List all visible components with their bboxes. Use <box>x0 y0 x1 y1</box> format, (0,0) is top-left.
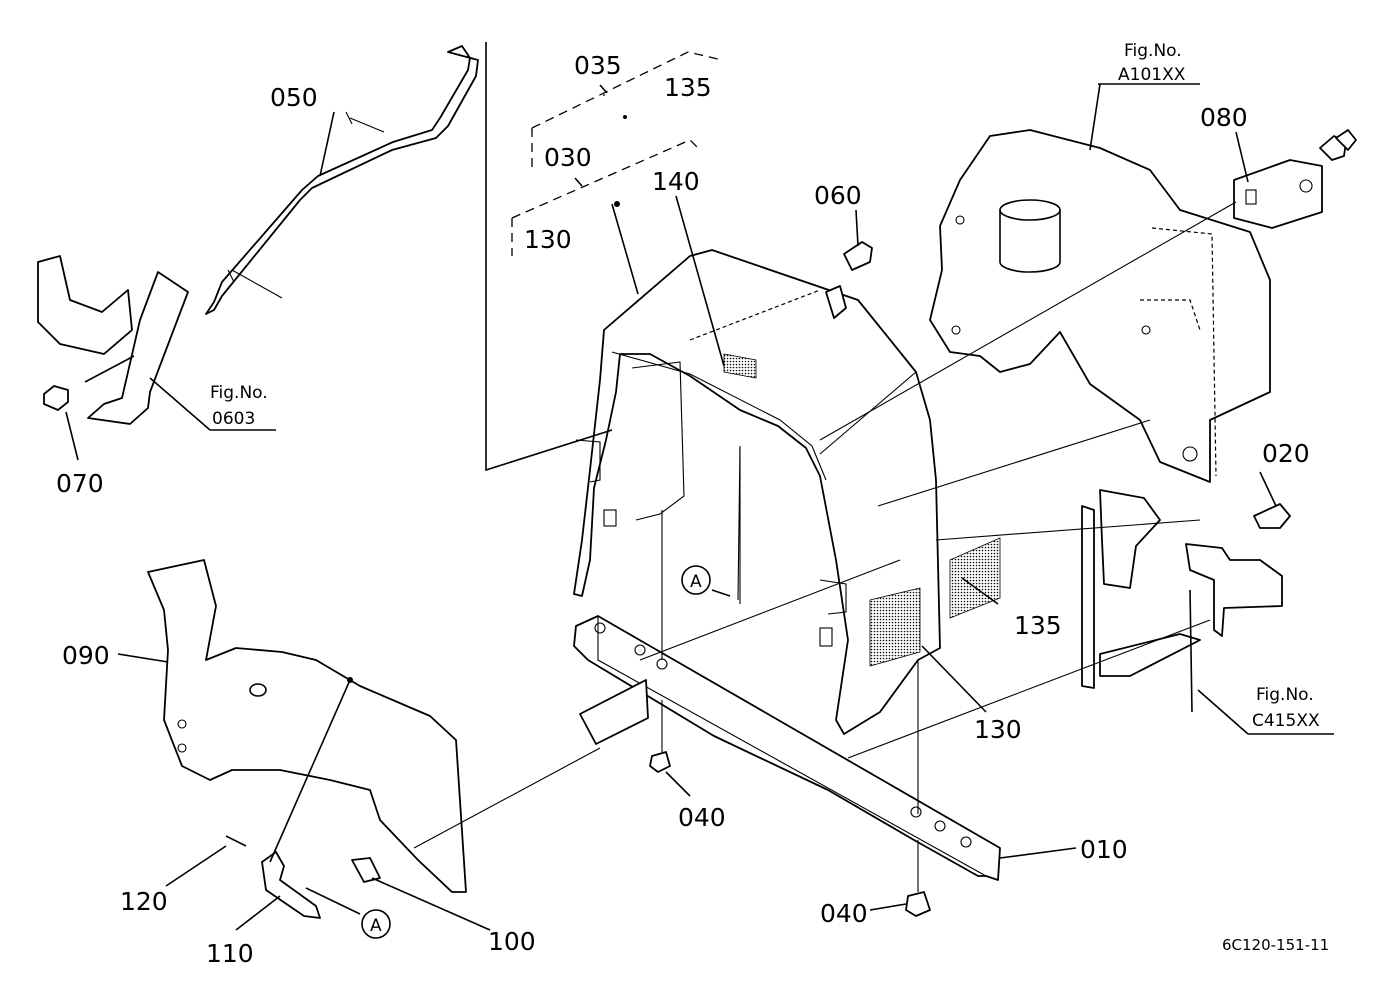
label-135-right[interactable]: 135 <box>1014 611 1062 640</box>
label-010[interactable]: 010 <box>1080 835 1128 864</box>
leader-lines <box>65 83 1334 931</box>
label-100[interactable]: 100 <box>488 927 536 956</box>
label-060[interactable]: 060 <box>814 181 862 210</box>
label-070[interactable]: 070 <box>56 469 104 498</box>
label-040-center[interactable]: 040 <box>678 803 726 832</box>
label-130-right[interactable]: 130 <box>974 715 1022 744</box>
label-030[interactable]: 030 <box>544 143 592 172</box>
rod-050-drawing <box>205 45 479 315</box>
part-labels: 050 035 135 030 140 130 060 080 070 020 … <box>56 51 1310 968</box>
label-035[interactable]: 035 <box>574 51 622 80</box>
pin-110-drawing <box>225 835 321 919</box>
guard-090-drawing <box>147 559 467 893</box>
callout-a-bottom: A <box>361 909 391 939</box>
fig-ref-0603-line2[interactable]: 0603 <box>212 409 255 429</box>
callout-a-top: A <box>681 565 711 595</box>
figure-refs: Fig.No. A101XX Fig.No. 0603 Fig.No. C415… <box>210 41 1320 731</box>
label-120[interactable]: 120 <box>120 887 168 916</box>
fig-ref-a101-line2[interactable]: A101XX <box>1118 65 1186 85</box>
label-080[interactable]: 080 <box>1200 103 1248 132</box>
fig-ref-0603-line1[interactable]: Fig.No. <box>210 383 268 403</box>
bracket-080-drawing <box>1233 135 1347 229</box>
label-140[interactable]: 140 <box>652 167 700 196</box>
label-050[interactable]: 050 <box>270 83 318 112</box>
drawing-code: 6C120-151-11 <box>1222 936 1329 954</box>
assembly-guide-lines <box>413 42 1237 892</box>
label-110[interactable]: 110 <box>206 939 254 968</box>
label-020[interactable]: 020 <box>1262 439 1310 468</box>
frame-010-drawing <box>573 615 1001 881</box>
label-090[interactable]: 090 <box>62 641 110 670</box>
engine-a101-drawing <box>929 129 1271 483</box>
bolts-drawing <box>579 129 1357 917</box>
kit-dashed-brackets <box>511 51 723 256</box>
fig-ref-c415-line1[interactable]: Fig.No. <box>1256 685 1314 705</box>
label-135-top[interactable]: 135 <box>664 73 712 102</box>
bracket-0603-drawing <box>37 255 189 425</box>
callout-a-top-letter: A <box>690 572 702 592</box>
fig-ref-c415-line2[interactable]: C415XX <box>1252 711 1320 731</box>
label-040-bottom[interactable]: 040 <box>820 899 868 928</box>
callout-a-bottom-letter: A <box>370 916 382 936</box>
fig-ref-a101-line1[interactable]: Fig.No. <box>1124 41 1182 61</box>
bracket-c415-drawing <box>1081 489 1291 713</box>
label-130-top[interactable]: 130 <box>524 225 572 254</box>
